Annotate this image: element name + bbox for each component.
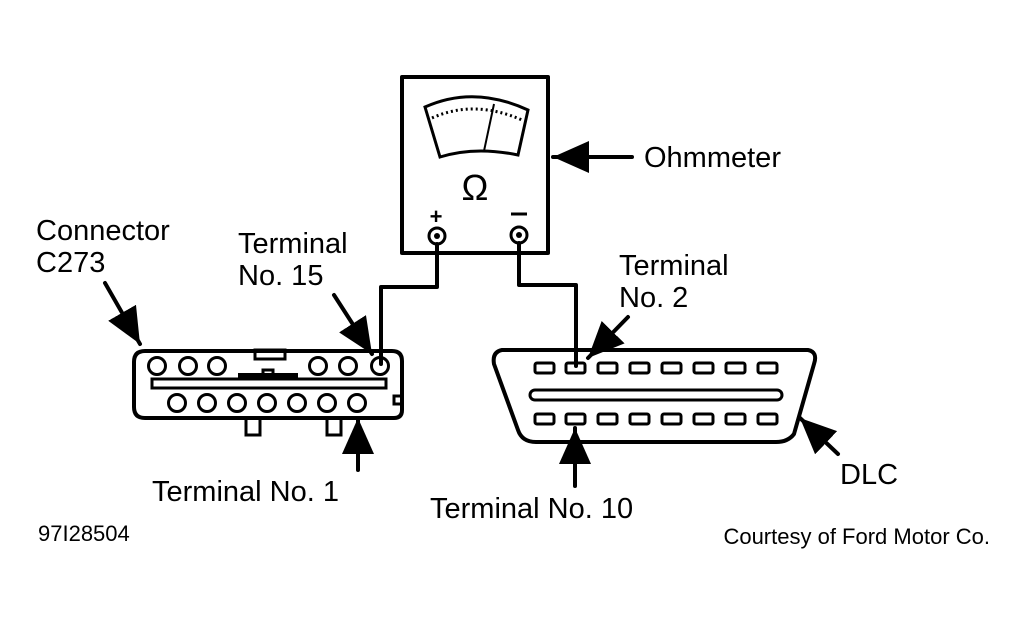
- dlc-arrow: [798, 416, 840, 456]
- connector-arrow: [103, 281, 142, 346]
- terminal-10-pin: [564, 412, 587, 426]
- figure-id: 97I28504: [38, 521, 130, 546]
- terminal10-label: Terminal No. 10: [430, 493, 633, 525]
- connector-label-line2: C273: [36, 247, 105, 279]
- terminal1-label: Terminal No. 1: [152, 476, 339, 508]
- negative-lead: [517, 241, 578, 368]
- meter-dial: [423, 95, 530, 159]
- meter-scale: [431, 107, 523, 122]
- terminal15-label-line1: Terminal: [238, 228, 348, 260]
- ohm-symbol: Ω: [462, 167, 489, 208]
- terminal15-label-line2: No. 15: [238, 260, 323, 292]
- terminal2-label-line1: Terminal: [619, 250, 729, 282]
- positive-lead: [379, 242, 439, 366]
- connector-c273: [132, 348, 404, 437]
- ohmmeter: Ω +: [400, 75, 550, 255]
- terminal-1-pin: [347, 393, 367, 413]
- meter-body: [400, 75, 550, 255]
- dlc-label: DLC: [840, 459, 898, 491]
- meter-needle: [483, 103, 495, 152]
- terminal15-arrow: [332, 293, 374, 356]
- ohmmeter-label: Ohmmeter: [644, 142, 781, 174]
- credit-text: Courtesy of Ford Motor Co.: [723, 524, 990, 549]
- terminal-2-pin: [564, 361, 587, 375]
- dlc-connector: [491, 348, 818, 444]
- connector-label-line1: Connector: [36, 215, 170, 247]
- plus-sign: +: [430, 204, 443, 229]
- terminal2-label-line2: No. 2: [619, 282, 688, 314]
- terminal2-arrow: [586, 315, 630, 360]
- terminal-15-pin: [370, 356, 390, 376]
